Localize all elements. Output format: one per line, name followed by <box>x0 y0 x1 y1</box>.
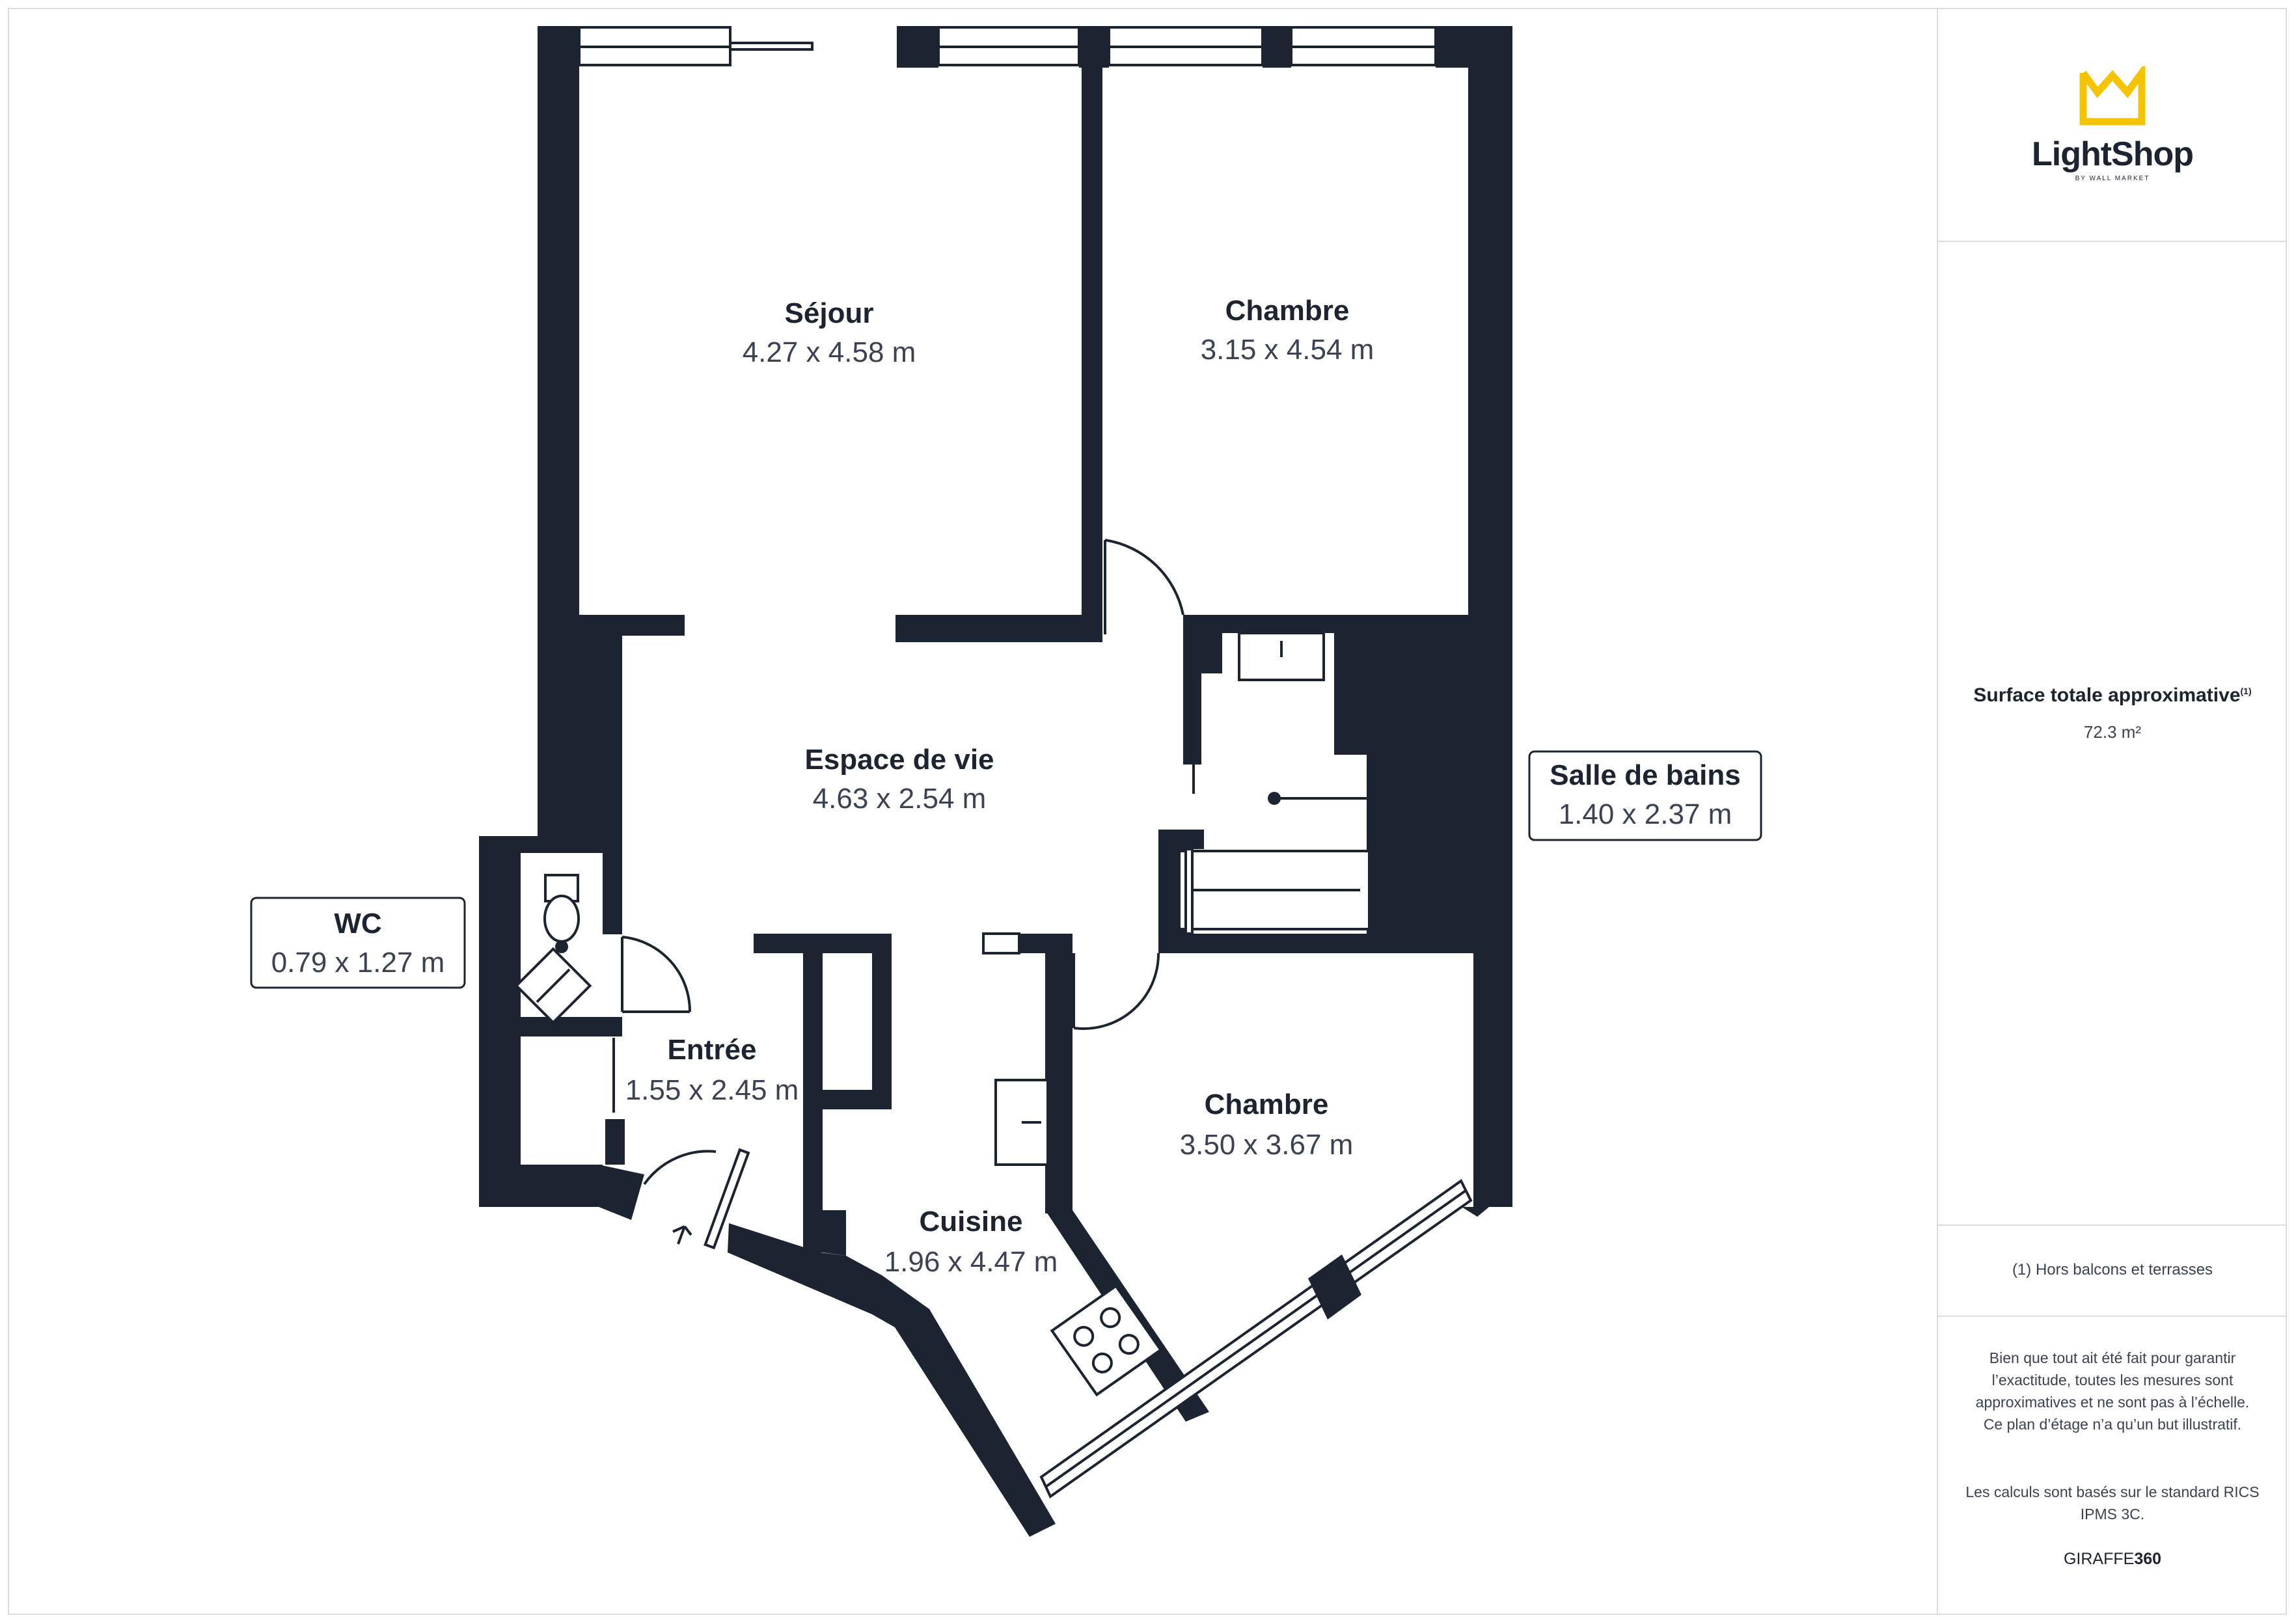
room-dimensions: 4.63 x 2.54 m <box>813 783 987 815</box>
room-label-chambre-1: Chambre 3.15 x 4.54 m <box>1201 295 1374 366</box>
room-name: Chambre <box>1205 1089 1329 1120</box>
room-name: Séjour <box>785 297 874 329</box>
room-dimensions: 3.50 x 3.67 m <box>1180 1129 1354 1161</box>
walls <box>479 26 1512 1537</box>
calculation-note: Les calculs sont basés sur le standard R… <box>1965 1483 2260 1522</box>
room-dimensions: 4.27 x 4.58 m <box>743 336 916 368</box>
room-dimensions: 3.15 x 4.54 m <box>1201 334 1374 366</box>
surface-section: Surface totale approximative(1) 72.3 m² <box>1938 242 2287 1226</box>
room-label-cuisine: Cuisine 1.96 x 4.47 m <box>884 1206 1058 1278</box>
room-label-salle-de-bains: Salle de bains 1.40 x 2.37 m <box>1528 750 1762 841</box>
giraffe360-logo: GIRAFFE360 <box>2063 1550 2162 1568</box>
room-name: Chambre <box>1225 295 1350 327</box>
floor-plan: Séjour 4.27 x 4.58 m Chambre 3.15 x 4.54… <box>250 26 1762 1537</box>
surface-value: 72.3 m² <box>2083 722 2142 742</box>
room-dimensions: 1.55 x 2.45 m <box>625 1074 799 1106</box>
room-label-entree: Entrée 1.55 x 2.45 m <box>625 1034 799 1106</box>
room-label-chambre-2: Chambre 3.50 x 3.67 m <box>1180 1089 1354 1161</box>
top-window-2 <box>937 26 1437 66</box>
note-section: (1) Hors balcons et terrasses <box>1938 1226 2287 1317</box>
crown-icon <box>2079 62 2146 126</box>
lightshop-logo: LightShop BY WALL MARKET <box>1938 62 2287 182</box>
logo-name: LightShop <box>2031 135 2194 173</box>
room-dimensions: 1.96 x 4.47 m <box>884 1246 1058 1278</box>
footnote: (1) Hors balcons et terrasses <box>2012 1261 2213 1279</box>
room-label-espace-de-vie: Espace de vie 4.63 x 2.54 m <box>804 744 994 815</box>
logo-subtitle: BY WALL MARKET <box>2075 175 2150 182</box>
washbasin-icon <box>514 947 592 1025</box>
surface-title: Surface totale approximative(1) <box>1973 684 2252 706</box>
fixtures <box>514 632 1371 1397</box>
top-window-1 <box>578 26 813 66</box>
room-name: Espace de vie <box>804 744 994 776</box>
room-dimensions: 1.40 x 2.37 m <box>1559 798 1732 830</box>
room-label-sejour: Séjour 4.27 x 4.58 m <box>743 297 916 368</box>
disclaimer-section: Bien que tout ait été fait pour garantir… <box>1938 1317 2287 1615</box>
room-name: WC <box>334 908 381 940</box>
room-name: Entrée <box>668 1034 757 1066</box>
sidebar: LightShop BY WALL MARKET Surface totale … <box>1937 8 2287 1615</box>
hob-icon <box>1050 1284 1163 1397</box>
room-label-wc: WC 0.79 x 1.27 m <box>250 897 466 989</box>
doors <box>612 539 1195 1250</box>
disclaimer-text: Bien que tout ait été fait pour garantir… <box>1975 1349 2250 1433</box>
logo-section: LightShop BY WALL MARKET <box>1938 8 2287 242</box>
page-frame <box>8 8 2287 1615</box>
room-name: Cuisine <box>920 1206 1023 1238</box>
room-dimensions: 0.79 x 1.27 m <box>271 947 445 979</box>
room-name: Salle de bains <box>1550 759 1740 791</box>
